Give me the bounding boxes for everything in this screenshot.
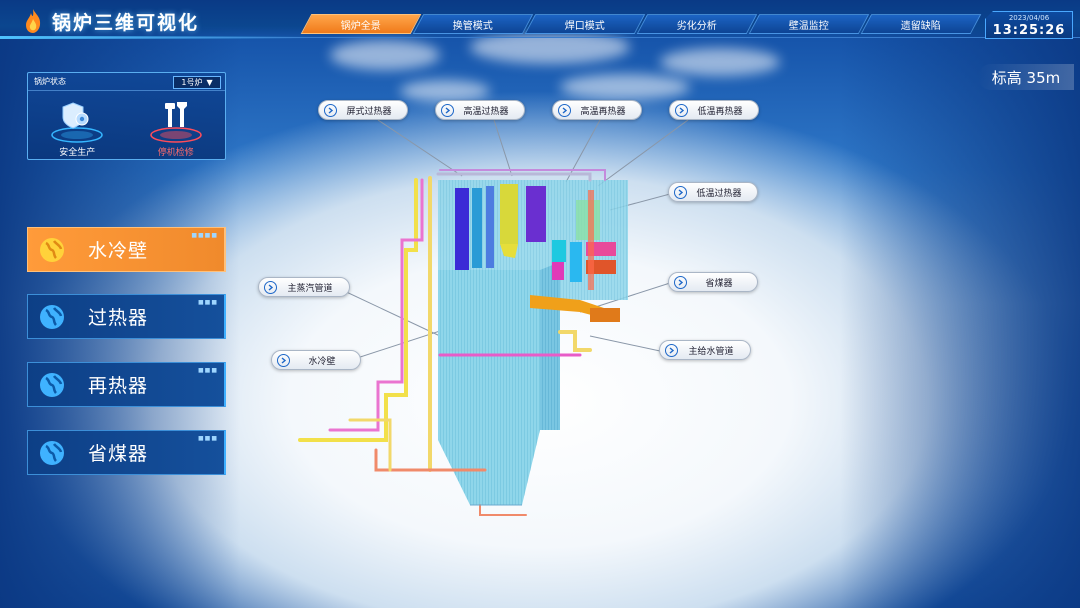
boiler-selector[interactable]: 1号炉 ▼ <box>173 76 221 89</box>
chevron-right-icon <box>277 353 290 367</box>
globe-icon <box>40 304 64 329</box>
label-low-temp-reheater[interactable]: 低温再热器 <box>669 100 759 120</box>
label-low-temp-superheater[interactable]: 低温过热器 <box>668 182 758 202</box>
chevron-down-icon: ▼ <box>206 78 213 87</box>
menu-item-water-wall[interactable]: 水冷壁 ■■■■ <box>27 227 226 272</box>
label-main-feedwater-pipe[interactable]: 主给水管道 <box>659 340 751 360</box>
date-text: 2023/04/06 <box>1008 14 1050 22</box>
label-main-steam-pipe[interactable]: 主蒸汽管道 <box>258 277 350 297</box>
top-header: 锅炉三维可视化 锅炉全景 换管模式 焊口模式 劣化分析 壁温监控 遗留缺陷 20… <box>0 0 1080 39</box>
chevron-right-icon <box>558 103 571 117</box>
status-shutdown-maintenance[interactable]: 停机检修 <box>136 97 216 158</box>
label-high-temp-reheater[interactable]: 高温再热器 <box>552 100 642 120</box>
globe-icon <box>40 440 64 465</box>
status-label-maintenance: 停机检修 <box>157 148 194 158</box>
menu-label: 过热器 <box>88 307 149 329</box>
elevation-readout: 标高 35m <box>978 64 1074 90</box>
label-high-temp-superheater[interactable]: 高温过热器 <box>435 100 525 120</box>
status-panel-title: 锅炉状态 <box>28 73 225 91</box>
status-safe-production[interactable]: 安全生产 <box>37 97 117 158</box>
chevron-right-icon <box>674 275 687 289</box>
label-water-wall[interactable]: 水冷壁 <box>271 350 361 370</box>
flame-icon <box>26 9 41 33</box>
time-text: 13:25:26 <box>992 23 1066 38</box>
menu-item-reheater[interactable]: 再热器 ■■■ <box>27 362 226 407</box>
chevron-right-icon <box>674 185 687 199</box>
shield-gear-icon <box>51 102 103 143</box>
app-title: 锅炉三维可视化 <box>52 11 200 34</box>
chevron-right-icon <box>264 280 277 294</box>
boiler-status-panel: 锅炉状态 1号炉 ▼ 安全生产 停机检修 <box>27 72 226 160</box>
datetime-display: 2023/04/06 13:25:26 <box>985 11 1073 39</box>
menu-label: 水冷壁 <box>88 240 149 262</box>
menu-item-superheater[interactable]: 过热器 ■■■ <box>27 294 226 339</box>
globe-icon <box>40 372 64 397</box>
app-logo: 锅炉三维可视化 <box>22 6 282 36</box>
label-economizer[interactable]: 省煤器 <box>668 272 758 292</box>
chevron-right-icon <box>675 103 688 117</box>
chevron-right-icon <box>324 103 337 117</box>
boiler-3d-model[interactable] <box>290 150 640 520</box>
globe-icon <box>40 237 64 262</box>
status-label-safe: 安全生产 <box>59 148 96 158</box>
label-platen-superheater[interactable]: 屏式过热器 <box>318 100 408 120</box>
menu-label: 省煤器 <box>88 443 149 465</box>
wrench-screwdriver-icon <box>150 102 202 143</box>
chevron-right-icon <box>441 103 454 117</box>
menu-item-economizer[interactable]: 省煤器 ■■■ <box>27 430 226 475</box>
menu-label: 再热器 <box>88 375 149 397</box>
chevron-right-icon <box>665 343 678 357</box>
